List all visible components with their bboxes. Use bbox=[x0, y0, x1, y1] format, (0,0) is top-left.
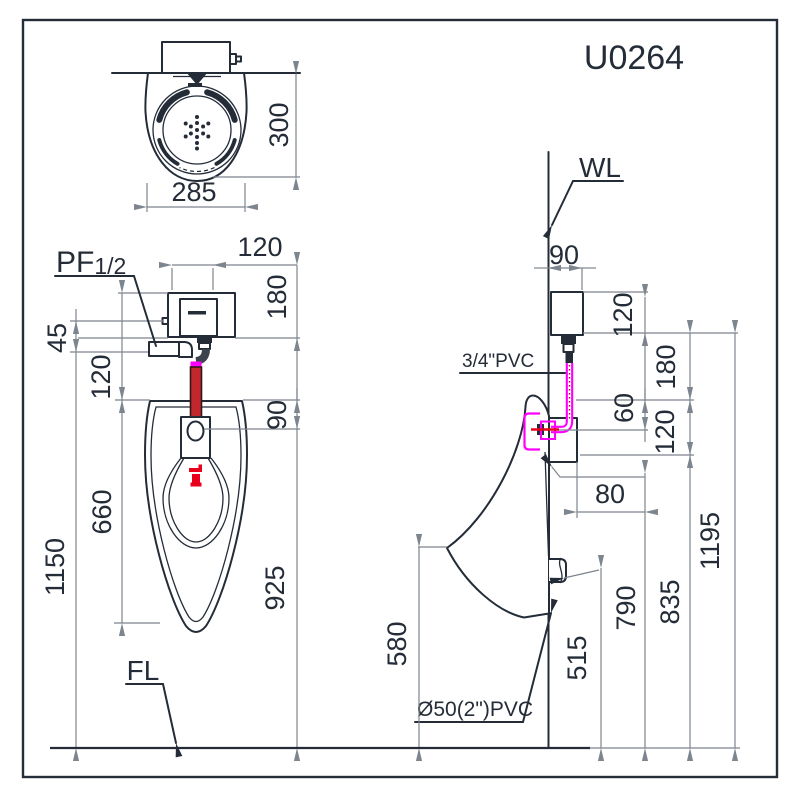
shade-crescent-sw bbox=[157, 138, 180, 166]
bowl-outer bbox=[162, 457, 230, 549]
inlet-label: PF1/2 bbox=[54, 246, 157, 347]
dim-valve-to-elbow: 180 bbox=[651, 344, 681, 389]
shade-crescent-nw bbox=[156, 89, 190, 123]
flush-pipe-label-text: 3/4"PVC bbox=[462, 351, 534, 372]
front-view bbox=[144, 292, 248, 633]
inlet-pipe bbox=[148, 341, 180, 357]
dim-spud-height: 925 bbox=[260, 565, 290, 610]
floor-label: FL bbox=[125, 655, 183, 758]
back-surface-line bbox=[544, 451, 550, 557]
shade-crescent-ne bbox=[204, 89, 238, 123]
valve-connector-tip bbox=[235, 55, 242, 63]
outlet-nut bbox=[198, 342, 211, 350]
dim-valve-to-spud: 120 bbox=[86, 354, 116, 399]
wall-label: WL bbox=[542, 152, 624, 240]
dim-depth: 300 bbox=[264, 102, 294, 147]
urinal-rim-inner bbox=[150, 406, 242, 623]
front-view-dimensions: 120 180 45 120 90 660 1150 925 bbox=[40, 232, 301, 761]
bowl-inner bbox=[168, 457, 224, 543]
sensor-slot bbox=[188, 311, 206, 315]
valve-tab bbox=[161, 317, 169, 325]
drain-pipe-label-text: Ø50(2")PVC bbox=[417, 698, 533, 721]
shade-arc-bottom bbox=[179, 167, 215, 172]
drain-outlet-stub bbox=[549, 558, 567, 583]
valve-fitting-2 bbox=[562, 343, 575, 353]
dim-drain-height: 515 bbox=[562, 635, 592, 680]
sensor-window bbox=[179, 298, 218, 337]
dim-spud-offset: 80 bbox=[595, 479, 625, 509]
dim-inlet-offset: 45 bbox=[42, 323, 72, 353]
valve-fitting-1 bbox=[561, 335, 576, 344]
shade-crescent-se bbox=[214, 138, 237, 166]
valve-fitting-3 bbox=[565, 352, 573, 363]
spray-holes bbox=[183, 115, 211, 151]
model-number: U0264 bbox=[584, 39, 684, 77]
inlet-label-pf: PF bbox=[56, 246, 94, 279]
dim-rim-height: 835 bbox=[655, 579, 685, 624]
dim-body-height: 660 bbox=[87, 489, 117, 534]
top-view: 300 285 bbox=[111, 41, 301, 212]
dim-lip-height: 580 bbox=[382, 621, 412, 666]
dim-valve-height-side: 120 bbox=[608, 292, 638, 337]
dim-valve-bottom-height: 1195 bbox=[695, 512, 725, 570]
dim-elbow-to-spud: 60 bbox=[609, 393, 639, 423]
bowl-circle bbox=[162, 95, 232, 165]
wall-label-text: WL bbox=[579, 152, 621, 183]
spud-connector-side bbox=[523, 412, 540, 451]
dim-spud-drop: 120 bbox=[650, 409, 680, 454]
urinal-body-side bbox=[446, 394, 550, 619]
dim-outlet-height: 790 bbox=[611, 585, 641, 630]
dim-width: 285 bbox=[171, 177, 216, 207]
dim-valve-width: 120 bbox=[237, 232, 282, 262]
inlet-label-text: PF1/2 bbox=[56, 246, 126, 279]
dim-valve-depth: 90 bbox=[549, 240, 579, 270]
outlet-elbow bbox=[195, 348, 210, 365]
inlet-label-size: 1/2 bbox=[94, 253, 126, 279]
pipe-cap-magenta bbox=[190, 361, 202, 368]
valve-outlet bbox=[197, 337, 212, 343]
spud-plan-base bbox=[188, 83, 202, 87]
drain-pipe-label: Ø50(2")PVC bbox=[414, 598, 558, 723]
flush-valve-side bbox=[550, 291, 584, 336]
dim-inlet-height: 1150 bbox=[40, 538, 70, 596]
sheet-border bbox=[21, 18, 779, 779]
inlet-elbow bbox=[178, 341, 193, 358]
side-view-dimensions: 90 120 180 60 120 80 1195 835 bbox=[382, 240, 739, 761]
flush-pipe-label: 3/4"PVC bbox=[459, 351, 566, 374]
spud-hole bbox=[186, 420, 205, 442]
dim-rim-to-spud: 90 bbox=[262, 400, 292, 430]
floor-label-text: FL bbox=[127, 655, 160, 686]
flush-valve-plan bbox=[161, 41, 231, 74]
dim-valve-height: 180 bbox=[262, 274, 292, 319]
spud-plan bbox=[186, 72, 208, 85]
brand-logo bbox=[189, 464, 202, 487]
